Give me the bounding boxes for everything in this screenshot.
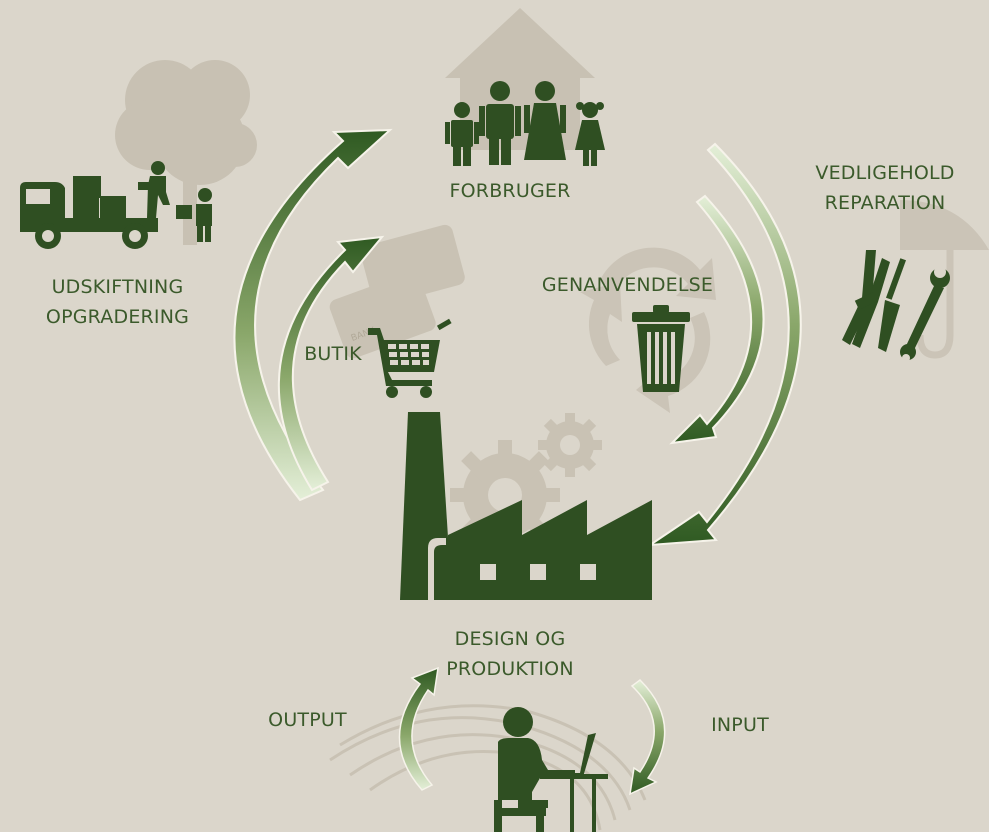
gears-ghost-icon — [450, 413, 602, 550]
trash-can-icon — [632, 305, 690, 392]
inner-right-arrow — [669, 194, 765, 445]
replacement-label-line2: OPGRADERING — [45, 306, 190, 328]
delivery-truck-icon — [20, 161, 212, 249]
tree-ghost-icon — [115, 60, 257, 245]
recycling-label: GENANVENDELSE — [505, 270, 750, 300]
person-at-laptop-icon — [494, 707, 608, 832]
factory-icon — [400, 412, 652, 600]
input-label-text: INPUT — [711, 714, 769, 736]
input-label: INPUT — [690, 710, 790, 740]
tools-icon — [842, 250, 950, 362]
outer-left-arrow — [233, 128, 393, 502]
umbrella-ghost-icon — [900, 200, 989, 359]
shop-label-text: BUTIK — [304, 343, 362, 365]
family-icon — [445, 81, 605, 166]
consumer-label-text: FORBRUGER — [449, 180, 571, 202]
input-arrow — [629, 679, 666, 796]
swirl-ghost-icon — [329, 704, 647, 831]
output-label-text: OUTPUT — [268, 709, 347, 731]
production-label: DESIGN OG PRODUKTION — [430, 624, 590, 684]
outer-right-arrow — [646, 142, 802, 547]
maintenance-label-line1: VEDLIGEHOLD — [815, 162, 955, 184]
shopping-cart-icon — [368, 318, 452, 398]
maintenance-label: VEDLIGEHOLD REPARATION — [790, 158, 980, 218]
output-arrow — [398, 666, 439, 791]
inner-left-arrow — [277, 235, 385, 492]
production-label-line1: DESIGN OG — [454, 628, 566, 650]
shop-label: BUTIK — [293, 339, 373, 369]
production-label-line2: PRODUKTION — [446, 658, 574, 680]
output-label: OUTPUT — [250, 705, 365, 735]
consumer-label: FORBRUGER — [430, 176, 590, 206]
bank-cards-ghost-icon: BANK — [329, 224, 465, 359]
recycling-label-text: GENANVENDELSE — [541, 274, 714, 296]
maintenance-label-line2: REPARATION — [824, 192, 946, 214]
replacement-label: UDSKIFTNING OPGRADERING — [20, 272, 215, 332]
replacement-label-line1: UDSKIFTNING — [51, 276, 184, 298]
